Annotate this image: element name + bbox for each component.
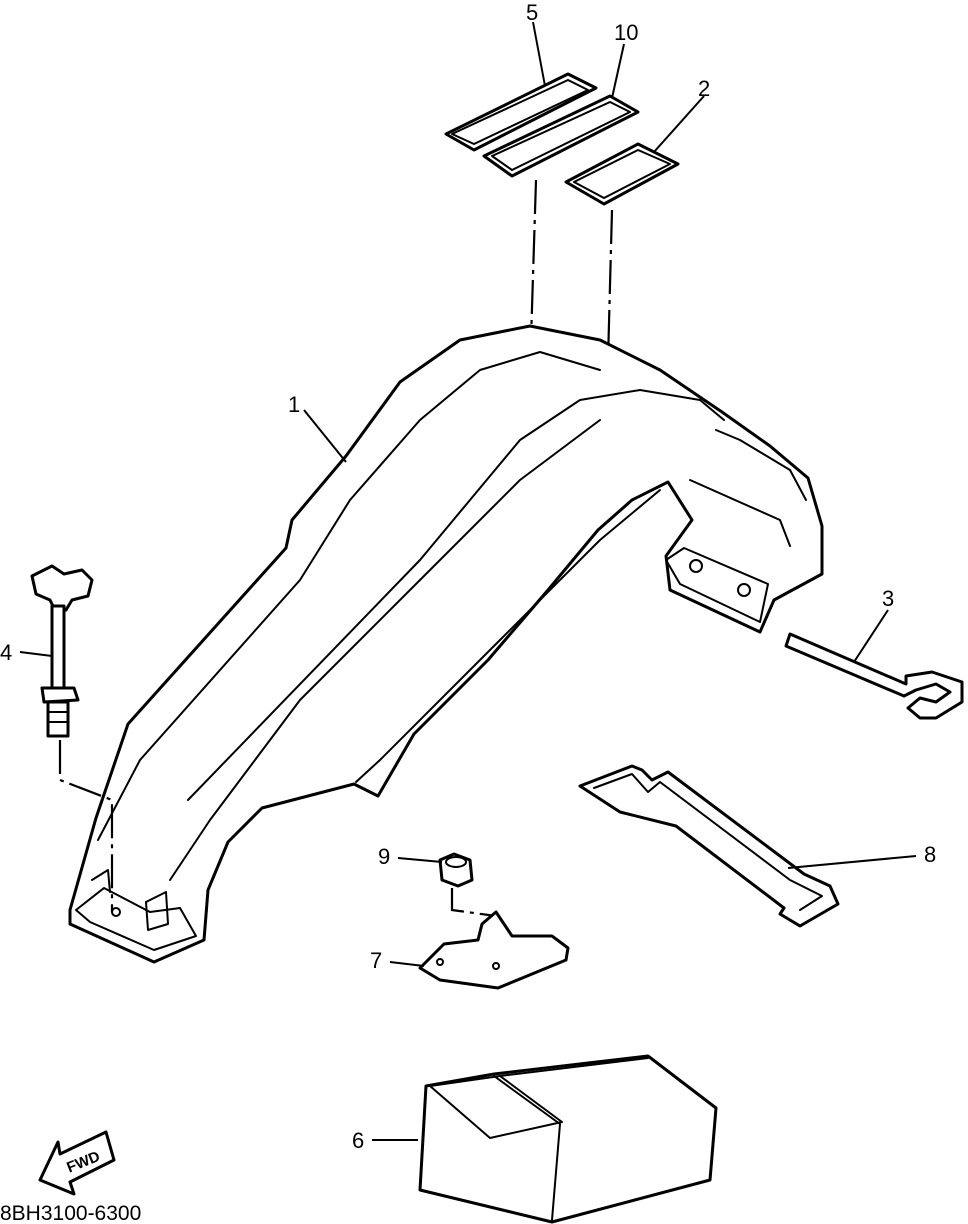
part-7-bracket	[418, 910, 570, 990]
part-4-wing-bolt	[30, 564, 94, 738]
decal-assembly-line-right	[604, 209, 614, 437]
reference-code: 8BH3100-6300	[0, 1202, 141, 1224]
leader-10	[611, 43, 625, 99]
leader-9	[397, 857, 443, 863]
part-9-nut	[438, 852, 474, 888]
bolt-assembly-line	[58, 740, 114, 912]
callout-2: 2	[698, 76, 710, 101]
part-8-strap	[578, 764, 840, 928]
part-1-fender	[68, 324, 824, 964]
part-2-decal	[564, 142, 680, 206]
leader-7	[389, 961, 425, 967]
callout-3: 3	[882, 586, 894, 611]
callout-9: 9	[378, 844, 390, 869]
part-10-decal	[482, 94, 640, 178]
callout-7: 7	[370, 948, 382, 973]
fwd-arrow-icon: FWD	[38, 1130, 116, 1196]
leader-8	[787, 855, 917, 869]
callout-10: 10	[614, 20, 638, 45]
part-5-decal	[444, 72, 598, 152]
callout-6: 6	[352, 1128, 364, 1153]
leader-1	[303, 409, 347, 463]
part-6-box	[418, 1054, 718, 1224]
part-3-hook	[784, 632, 964, 720]
leader-2	[653, 95, 705, 153]
callout-5: 5	[526, 0, 538, 25]
callout-1: 1	[288, 392, 300, 417]
leader-4	[19, 651, 53, 657]
callout-4: 4	[0, 640, 12, 665]
leader-5	[532, 21, 546, 87]
leader-3	[853, 609, 889, 663]
callout-8: 8	[924, 842, 936, 867]
